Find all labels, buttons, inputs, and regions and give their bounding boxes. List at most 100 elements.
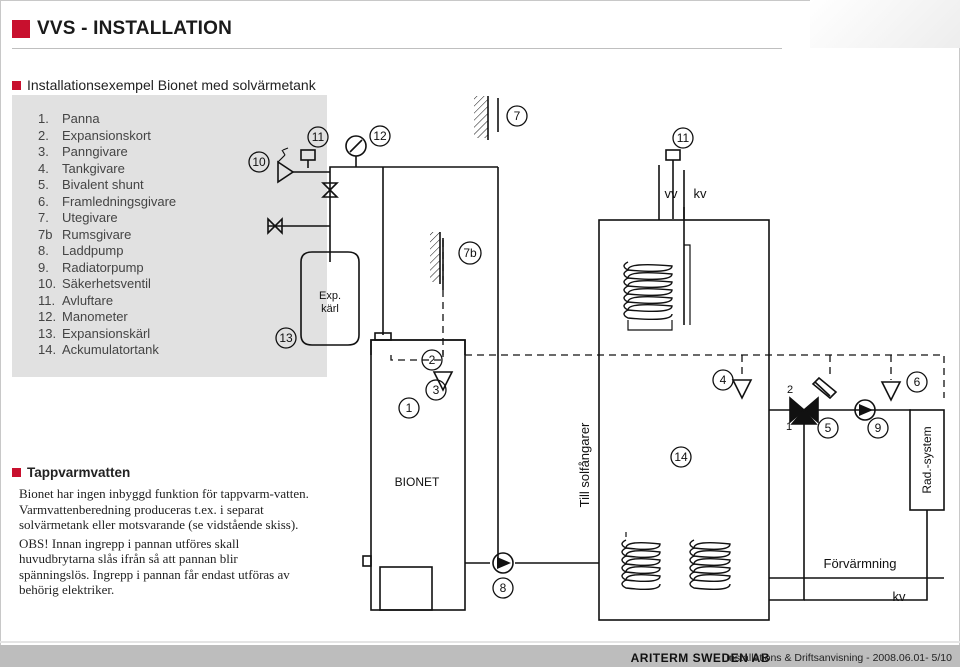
bivalent-shunt <box>789 396 806 424</box>
marker-6 <box>906 371 928 393</box>
marker-8 <box>492 577 514 599</box>
legend-item-label: Expansionskärl <box>62 325 151 341</box>
flow-sensor <box>880 381 902 402</box>
marker-14-label: 14 <box>674 450 688 464</box>
footer-brand: ARITERM SWEDEN AB <box>630 651 770 665</box>
legend-item-label: Laddpump <box>62 243 124 258</box>
radiator-pump <box>854 399 876 421</box>
radiator-pump-arrow <box>859 404 873 416</box>
legend-item-label: Ackumulatortank <box>62 342 159 357</box>
boiler-sensor <box>432 371 454 392</box>
legend-item-label: Manometer <box>62 309 128 324</box>
page-footer <box>0 645 960 667</box>
legend-item: 14.Ackumulatortank <box>38 342 327 359</box>
cold-water-top-label: kv <box>694 186 708 201</box>
header-marker <box>12 20 30 38</box>
legend-item-label: Avluftare <box>62 292 114 308</box>
legend-item-number: 6. <box>38 193 49 209</box>
legend-item: 7b Rumsgivare <box>38 227 327 244</box>
legend-item: 13.Expansionskärl <box>38 326 327 343</box>
marker-1-label: 1 <box>406 401 413 415</box>
expansion-vessel <box>300 251 360 346</box>
section-heading: Installationsexempel Bionet med solvärme… <box>12 77 316 93</box>
expansion-vessel-label-1: Exp. <box>319 290 341 302</box>
legend-item: 8. Laddpump <box>38 243 327 260</box>
marker-13 <box>275 327 297 349</box>
legend-item: 5.Bivalent shunt <box>38 177 327 194</box>
radiator-system-label: Rad.-system <box>920 426 934 493</box>
legend-item-number: 1. <box>38 111 49 126</box>
section-title: Installationsexempel Bionet med solvärme… <box>27 77 316 93</box>
air-vent-1 <box>300 149 316 161</box>
legend-item-label: Expansionskort <box>62 127 151 143</box>
legend-item-number: 7. <box>38 210 49 225</box>
legend-item-label: Rumsgivare <box>62 226 132 242</box>
legend-item-number: 11. <box>38 292 56 308</box>
shunt-return-pipe <box>769 424 805 601</box>
marker-11-right-label: 11 <box>677 131 690 145</box>
marker-12 <box>369 125 391 147</box>
legend-item-label: Tankgivare <box>62 160 125 176</box>
legend-item-label: Radiatorpump <box>62 259 144 275</box>
legend-item-number: 8. <box>38 243 49 258</box>
marker-7-label: 7 <box>514 109 521 123</box>
expansion-vessel-label-2: kärl <box>321 303 339 315</box>
tappvarmvatten-heading: Tappvarmvatten <box>12 465 130 480</box>
legend-item-number: 7b <box>38 226 53 242</box>
charge-pump-arrow <box>497 557 511 569</box>
section-marker <box>12 80 21 90</box>
legend-item: 3.Panngivare <box>38 144 327 161</box>
marker-10 <box>248 151 270 173</box>
marker-12-label: 12 <box>373 129 387 143</box>
legend-item-label: Panngivare <box>62 144 128 159</box>
legend-item-label: Framledningsgivare <box>62 193 177 209</box>
boiler-flue <box>374 332 392 341</box>
preheat-label: Förvärmning <box>824 556 897 571</box>
tappvarmvatten-marker <box>12 468 21 477</box>
marker-7b-label: 7b <box>463 246 477 260</box>
legend-item: 2. Expansionskort <box>38 128 327 145</box>
legend-item: 6. Framledningsgivare <box>38 194 327 211</box>
marker-3 <box>425 379 447 401</box>
marker-9-label: 9 <box>875 421 882 435</box>
legend-item: 4. Tankgivare <box>38 161 327 178</box>
legend-item-number: 5. <box>38 177 49 192</box>
solar-label: Till solfångarer <box>577 422 592 507</box>
shunt-port-1: 1 <box>786 421 792 433</box>
marker-11-left-label: 11 <box>312 130 325 144</box>
marker-13-label: 13 <box>279 331 293 345</box>
outdoor-wall <box>474 96 488 138</box>
legend-item-label: Panna <box>62 111 100 126</box>
tappvarmvatten-text: Bionet har ingen inbyggd funktion för ta… <box>19 486 309 598</box>
legend-item-number: 4. <box>38 160 49 176</box>
header-rule <box>12 48 782 49</box>
marker-6-label: 6 <box>914 375 921 389</box>
page-header: VVS - INSTALLATION <box>12 18 232 40</box>
legend-item: 1. Panna <box>38 111 327 128</box>
marker-2 <box>421 349 443 371</box>
legend-item-number: 9. <box>38 259 49 275</box>
footer-rule <box>0 641 960 643</box>
shunt-port-2: 2 <box>787 384 793 396</box>
legend-item: 7.Utegivare <box>38 210 327 227</box>
marker-11-right <box>672 127 694 149</box>
marker-2-label: 2 <box>429 353 436 367</box>
manometer <box>345 135 367 157</box>
marker-10-label: 10 <box>252 155 266 169</box>
shutoff-valve-branch <box>267 217 283 235</box>
legend-item: 12.Manometer <box>38 309 327 326</box>
marker-11-left <box>307 126 329 148</box>
marker-5-label: 5 <box>825 421 832 435</box>
hot-water-label: vv <box>665 186 679 201</box>
legend-item: 11. Avluftare <box>38 293 327 310</box>
charge-pump <box>492 552 514 574</box>
indoor-wall <box>430 232 440 282</box>
marker-14 <box>670 446 692 468</box>
legend-item-number: 2. <box>38 127 49 143</box>
cold-water-bottom-label: kv <box>893 589 907 604</box>
page-title: VVS - INSTALLATION <box>37 18 233 39</box>
boiler-label: BIONET <box>395 475 440 489</box>
marker-3-label: 3 <box>433 383 440 397</box>
